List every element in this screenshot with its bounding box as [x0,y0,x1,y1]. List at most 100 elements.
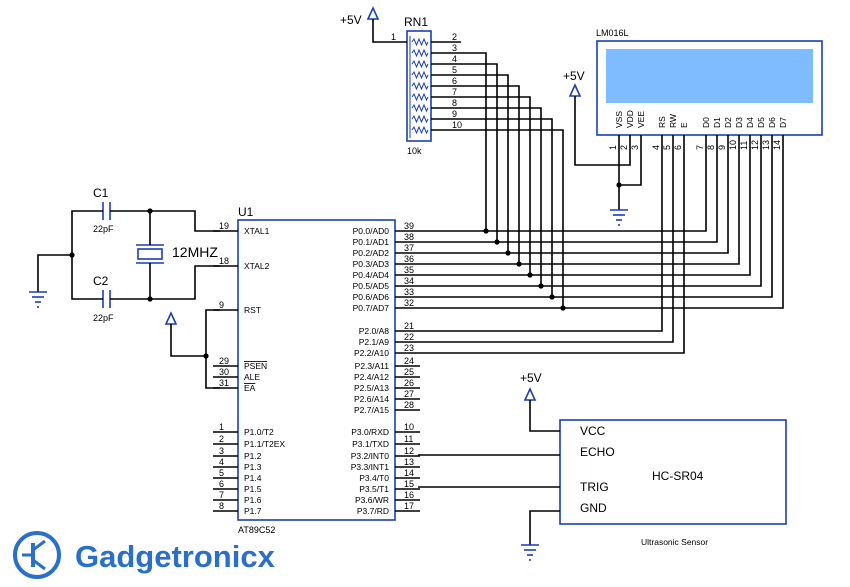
mcu-pin-number: 8 [219,501,224,511]
mcu-pin-number: 28 [404,400,414,410]
mcu-pin-label: P3.0/RXD [351,427,389,437]
mcu-pin-label: P0.0/AD0 [353,226,390,236]
wire-p2-ctrl-2 [420,154,685,354]
mcu-pin-label: P2.2/A10 [354,348,389,358]
mcu-pin-number: 33 [404,287,414,297]
junction-dot [516,261,522,267]
wire-ea-power [170,324,206,357]
mcu-pin-number: 26 [404,378,414,388]
lcd-pin-number: 4 [651,145,661,150]
lcd-pin-label: D5 [756,117,766,128]
power-arrow-icon [366,6,380,20]
mcu-pin-label: P0.7/AD7 [353,303,390,313]
mcu-pin-label: P1.1/T2EX [244,439,285,449]
ultrasonic-sensor: HC-SR04 Ultrasonic Sensor VCC ECHO TRIG … [418,371,787,561]
wire-p0-d0 [420,154,707,232]
crystal-label: 12MHZ [172,244,218,260]
lcd-pin-label: D1 [712,117,722,128]
lcd-pin-label: VDD [625,110,635,128]
junction-dot [549,294,555,300]
rn1-resistor [411,70,429,80]
mcu-pin-label: P2.5/A13 [354,383,389,393]
mcu-pin-number: 34 [404,276,414,286]
mcu-pin-label: PSEN [244,361,267,371]
wire-lcd-vee [619,154,642,186]
mcu-pin-number: 39 [404,221,414,231]
mcu-pin-number: 9 [219,300,224,310]
junction-dot [538,283,544,289]
rn1-pin-number: 10 [452,120,462,130]
mcu-pin-label-active-low: P3.2/INT0 [351,451,390,461]
rn1-resistor [411,59,429,69]
wire-pullup-d0 [461,52,487,231]
mcu-pin-number: 6 [219,479,224,489]
sensor-pin-trig: TRIG [580,480,609,494]
rn1-pin-number: 4 [452,54,457,64]
mcu-pin-label: P0.4/AD4 [353,270,390,280]
lcd-module: LM016L 1VSS2VDD3VEE4RS5RW6E7D08D19D210D3… [596,28,823,154]
c2-ref: C2 [93,274,109,288]
mcu-pin-label-active-low: P3.6/WR [355,495,389,505]
wire-pullup-d7 [461,129,564,308]
transistor-logo-icon [13,531,61,579]
mcu-body [237,219,396,521]
junction-dot [505,250,511,256]
mcu-pin-number: 12 [404,446,414,456]
crystal-body [137,248,163,260]
mcu-pin-number: 11 [404,434,413,444]
power-rn1: +5V [340,6,407,43]
rn1-body [406,30,432,142]
mcu-pin-label: P3.5/T1 [359,484,389,494]
wire-pullup-d5 [461,107,542,286]
ground-icon [521,544,539,561]
wire-p0-d7 [420,154,784,309]
mcu-pin-label: P0.2/AD2 [353,248,390,258]
mcu-pin-number: 38 [404,232,414,242]
mcu-pin-number: 16 [404,490,414,500]
junction-dot [560,305,566,311]
lcd-pin-label: RW [668,114,678,128]
mcu-pin-number: 13 [404,457,414,467]
lcd-pin-label: D7 [778,117,788,128]
mcu-pin-label-active-low: P3.7/RD [357,506,389,516]
mcu-pin-number: 36 [404,254,414,264]
lcd-pin-number: 8 [706,145,716,150]
wire-sensor-vcc [529,400,560,432]
wire-p0-d2 [420,154,729,254]
lcd-pin-label: D6 [767,117,777,128]
rn1-pin-number: 2 [452,32,457,42]
wire-p0-d5 [420,154,762,287]
mcu-pin-label: EA [244,383,256,393]
wire-pullup-d4 [461,96,531,275]
wire-osc-ground [37,254,72,292]
wire-pullup-d1 [461,63,498,242]
power-arrow-icon [523,387,537,401]
mcu-pin-number: 2 [219,434,224,444]
lcd-screen [606,49,813,103]
power-ea [164,309,220,389]
mcu-pin-number: 18 [219,256,229,266]
mcu-part: AT89C52 [238,525,275,535]
mcu-ref: U1 [238,205,254,219]
wire-rn1-common [372,19,407,43]
sensor-caption: Ultrasonic Sensor [641,537,708,547]
lcd-pin-number: 7 [695,145,705,150]
c1-ref: C1 [93,186,109,200]
junction-dot [147,296,153,302]
mcu-pin-label: P1.4 [244,473,262,483]
rn1-pin-number: 7 [452,87,457,97]
power-arrow-icon [164,311,178,325]
junction-dot [69,252,75,258]
junction-dot [203,353,209,359]
wire-xtal2 [110,265,220,300]
rn1-pin-number: 8 [452,98,457,108]
rn1-resistor [411,92,429,102]
mcu-pin-number: 23 [404,343,414,353]
junction-dot [527,272,533,278]
wire-lcd-vdd [574,96,631,166]
lcd-pin-label: D3 [734,117,744,128]
mcu-pin-label: P1.6 [244,495,262,505]
lcd-pin-label: VEE [636,111,646,128]
mcu-pin-label: XTAL1 [244,226,270,236]
